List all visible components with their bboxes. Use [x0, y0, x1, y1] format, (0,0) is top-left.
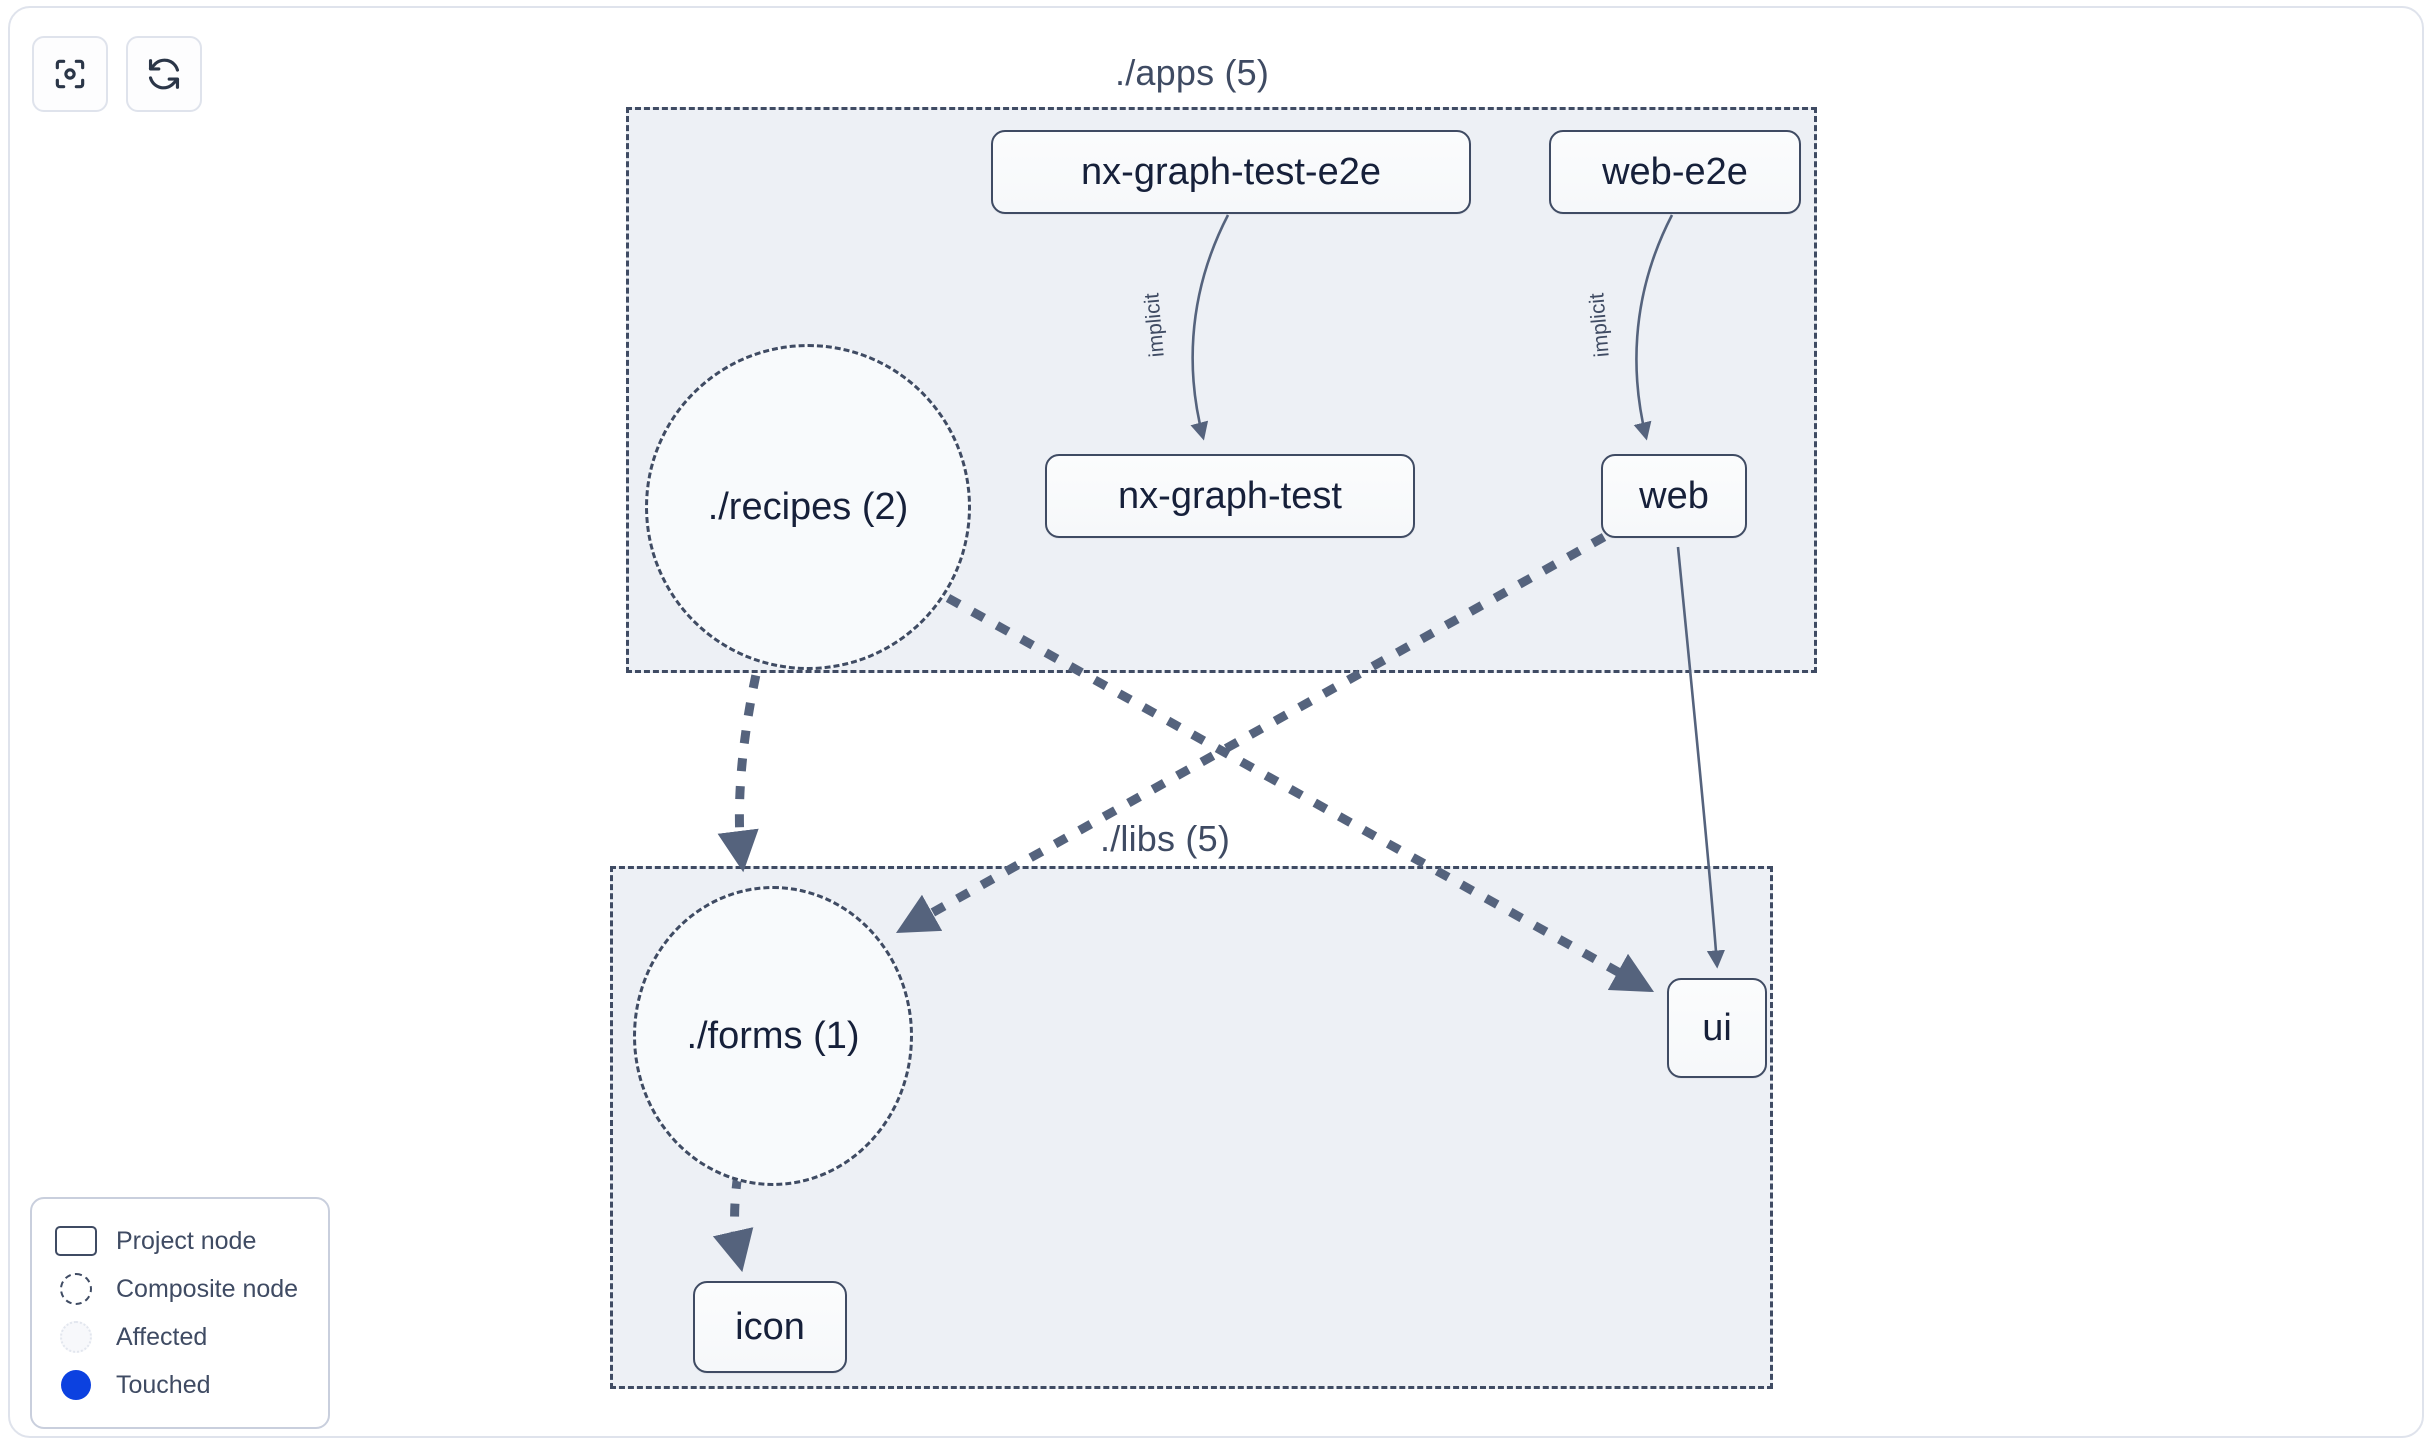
node-web-e2e[interactable]: web-e2e	[1549, 130, 1801, 214]
legend-item-project-node: Project node	[54, 1217, 308, 1265]
affected-swatch-icon	[54, 1320, 98, 1354]
node-label: web-e2e	[1602, 150, 1748, 193]
legend-label: Touched	[116, 1370, 211, 1399]
node-recipes[interactable]: ./recipes (2)	[645, 344, 971, 670]
legend-item-affected: Affected	[54, 1313, 308, 1361]
group-label-libs: ./libs (5)	[1100, 818, 1231, 859]
node-ui[interactable]: ui	[1667, 978, 1767, 1078]
node-icon[interactable]: icon	[693, 1281, 847, 1373]
legend-label: Composite node	[116, 1274, 299, 1303]
legend-item-composite-node: Composite node	[54, 1265, 308, 1313]
node-label: ./recipes (2)	[707, 485, 909, 528]
node-label: ./forms (1)	[686, 1014, 860, 1057]
node-nx-graph-test-e2e[interactable]: nx-graph-test-e2e	[991, 130, 1471, 214]
focus-graph-button[interactable]	[32, 36, 108, 112]
composite-node-swatch-icon	[54, 1272, 98, 1306]
legend-label: Affected	[116, 1322, 208, 1351]
graph-legend: Project node Composite node Affected Tou…	[30, 1197, 330, 1429]
edge-recipes-to-forms	[717, 646, 767, 873]
node-nx-graph-test[interactable]: nx-graph-test	[1045, 454, 1415, 538]
node-label: nx-graph-test-e2e	[1081, 150, 1381, 193]
project-node-swatch-icon	[54, 1224, 98, 1258]
group-label-apps: ./apps (5)	[1115, 52, 1270, 93]
node-label: ui	[1702, 1006, 1732, 1049]
graph-toolbar	[32, 36, 202, 112]
focus-target-icon	[51, 55, 89, 93]
node-label: icon	[735, 1305, 805, 1348]
node-web[interactable]: web	[1601, 454, 1747, 538]
legend-item-touched: Touched	[54, 1361, 308, 1409]
touched-swatch-icon	[54, 1368, 98, 1402]
legend-label: Project node	[116, 1226, 257, 1255]
node-forms[interactable]: ./forms (1)	[633, 886, 913, 1186]
node-label: nx-graph-test	[1118, 474, 1342, 517]
refresh-graph-button[interactable]	[126, 36, 202, 112]
node-label: web	[1639, 474, 1709, 517]
refresh-icon	[145, 55, 183, 93]
